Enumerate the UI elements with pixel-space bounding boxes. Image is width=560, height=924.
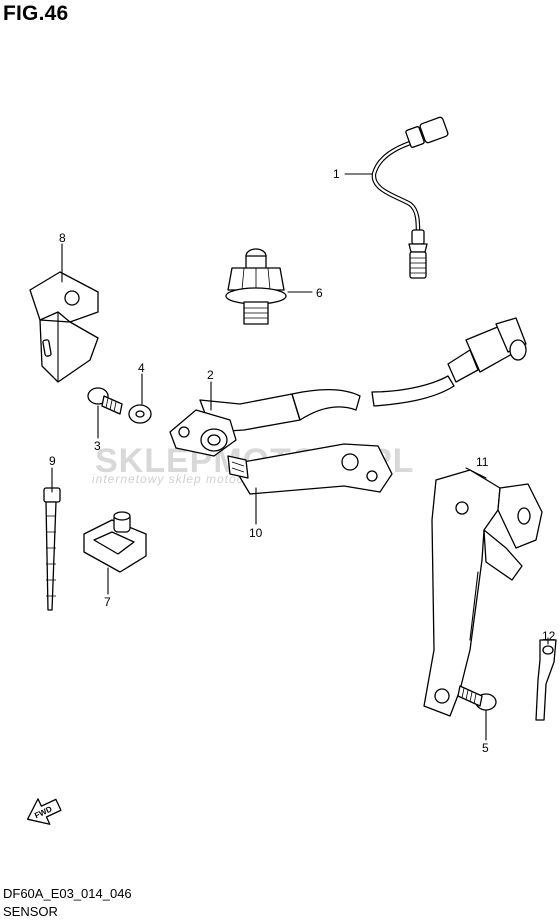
drawing-code: DF60A_E03_014_046	[3, 886, 132, 901]
fwd-arrow: FWD	[26, 798, 62, 825]
callout-numbers: 1 2 3 4 5 6 7 8 9 10 11 12	[49, 167, 556, 755]
callout-12: 12	[542, 629, 556, 643]
callout-2: 2	[207, 368, 214, 382]
part-1-sensor-lead[interactable]	[371, 116, 449, 279]
callout-10: 10	[249, 526, 263, 540]
callout-4: 4	[138, 361, 145, 375]
callout-11: 11	[476, 455, 489, 469]
part-6-pressure-switch[interactable]	[225, 248, 287, 325]
part-3-bolt[interactable]	[87, 387, 123, 415]
leader-lines	[51, 173, 549, 741]
callout-3: 3	[94, 439, 101, 453]
part-10-plate[interactable]	[227, 443, 393, 495]
part-2-position-sensor[interactable]	[169, 317, 527, 457]
part-8-bracket[interactable]	[29, 271, 99, 383]
part-9-cable-tie[interactable]	[43, 487, 61, 611]
part-12-strap[interactable]	[535, 639, 557, 721]
section-name: SENSOR	[3, 904, 58, 919]
figure-title: FIG.46	[3, 2, 69, 25]
callout-9: 9	[49, 454, 56, 468]
callout-1: 1	[333, 167, 340, 181]
callout-5: 5	[482, 741, 489, 755]
callout-8: 8	[59, 231, 66, 245]
callout-6: 6	[316, 286, 323, 300]
part-4-washer[interactable]	[128, 404, 152, 424]
part-7-clip[interactable]	[83, 511, 147, 573]
part-11-support-bracket[interactable]	[423, 469, 543, 717]
callout-7: 7	[104, 595, 111, 609]
part-5-bolt[interactable]	[457, 685, 497, 711]
